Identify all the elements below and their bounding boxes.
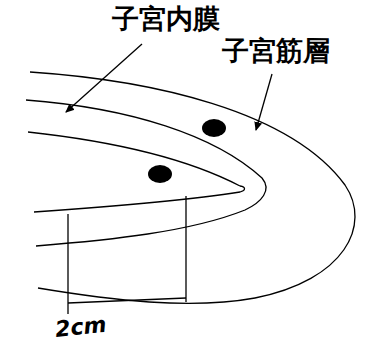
endometrium-boundary [26,100,266,246]
cavity-line [34,186,245,212]
leader-arrow [256,74,272,130]
dimension-line [68,298,186,303]
uterus-outline [30,72,355,303]
leader-arrow [66,44,142,112]
fibroid-dot [202,119,226,137]
dimension-line [67,214,68,314]
dimension-line [185,196,186,302]
fibroid-dot [148,165,172,183]
cavity-line [28,132,240,186]
part-label: 子宮筋層 [222,36,330,66]
part-label: 子宮内膜 [112,4,220,34]
dimension-label: 2cm [54,313,108,342]
